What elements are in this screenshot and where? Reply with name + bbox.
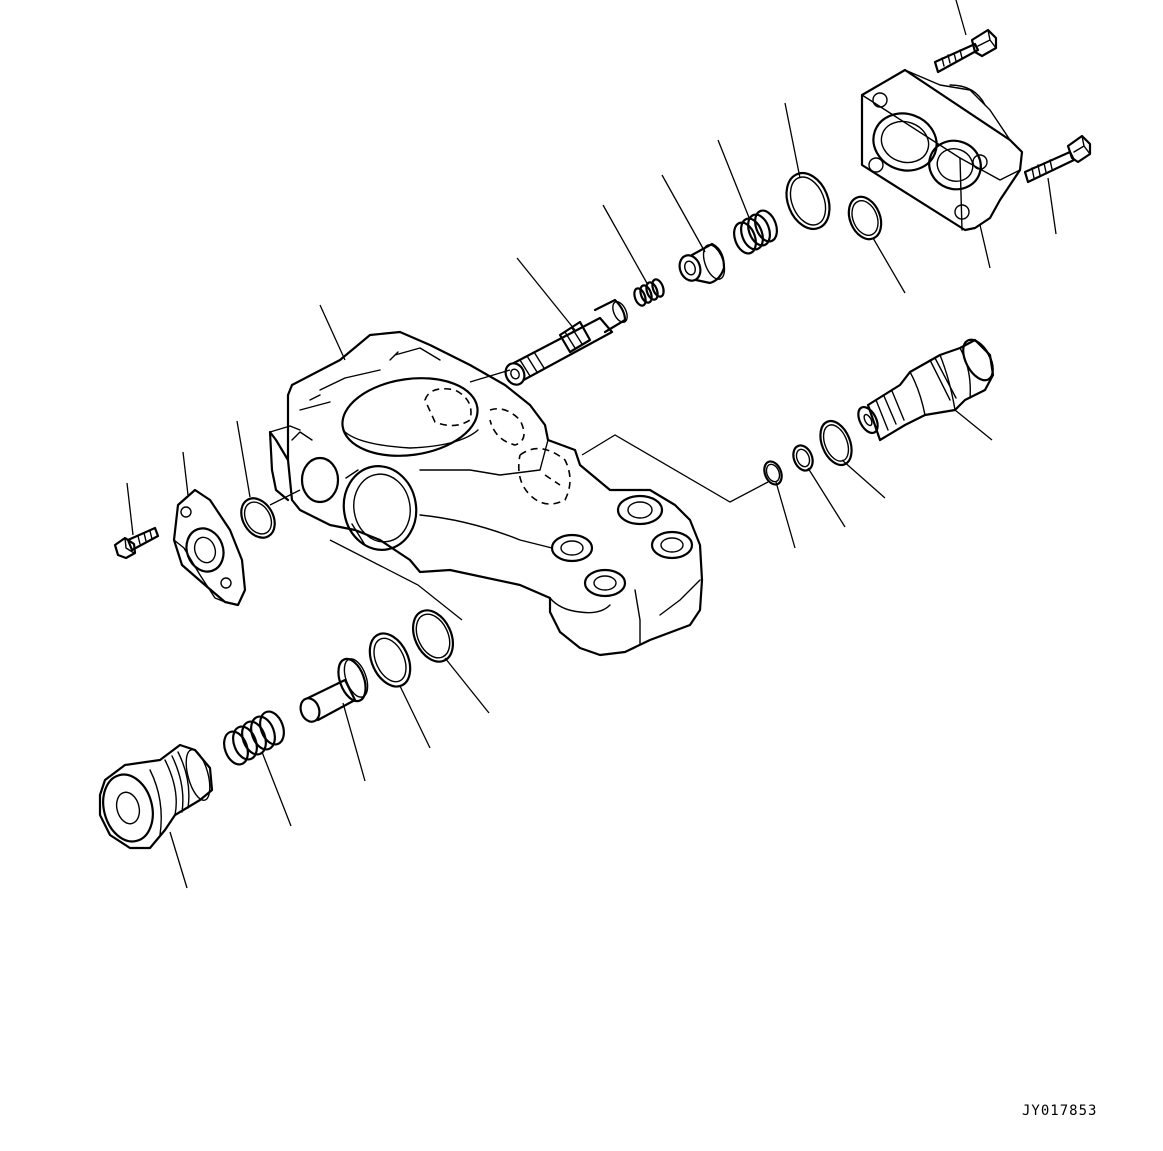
cartridge-valve-icon	[857, 338, 995, 442]
o-ring-icon	[847, 195, 883, 241]
leader-lines	[126, 0, 1057, 889]
flange-cover-icon	[860, 68, 1024, 232]
backup-ring-icon	[368, 632, 412, 688]
valve-body-icon	[268, 330, 704, 657]
backup-ring-icon	[792, 444, 814, 472]
spring-icon	[633, 278, 665, 307]
bolt-icon	[1023, 134, 1092, 184]
o-ring-icon	[411, 609, 455, 663]
reference-code: JY017853	[1022, 1103, 1098, 1119]
flange-icon	[172, 488, 247, 607]
bolt-icon	[933, 28, 998, 74]
plug-icon	[98, 743, 214, 850]
o-ring-icon	[240, 497, 276, 539]
spring-icon	[223, 710, 285, 766]
poppet-icon	[299, 657, 369, 723]
o-ring-icon	[763, 460, 783, 486]
o-ring-icon	[819, 419, 853, 467]
piston-icon	[678, 242, 726, 285]
bolt-icon	[113, 526, 160, 560]
spring-icon	[733, 209, 778, 255]
o-ring-icon	[785, 171, 831, 231]
spool-icon	[504, 298, 628, 386]
